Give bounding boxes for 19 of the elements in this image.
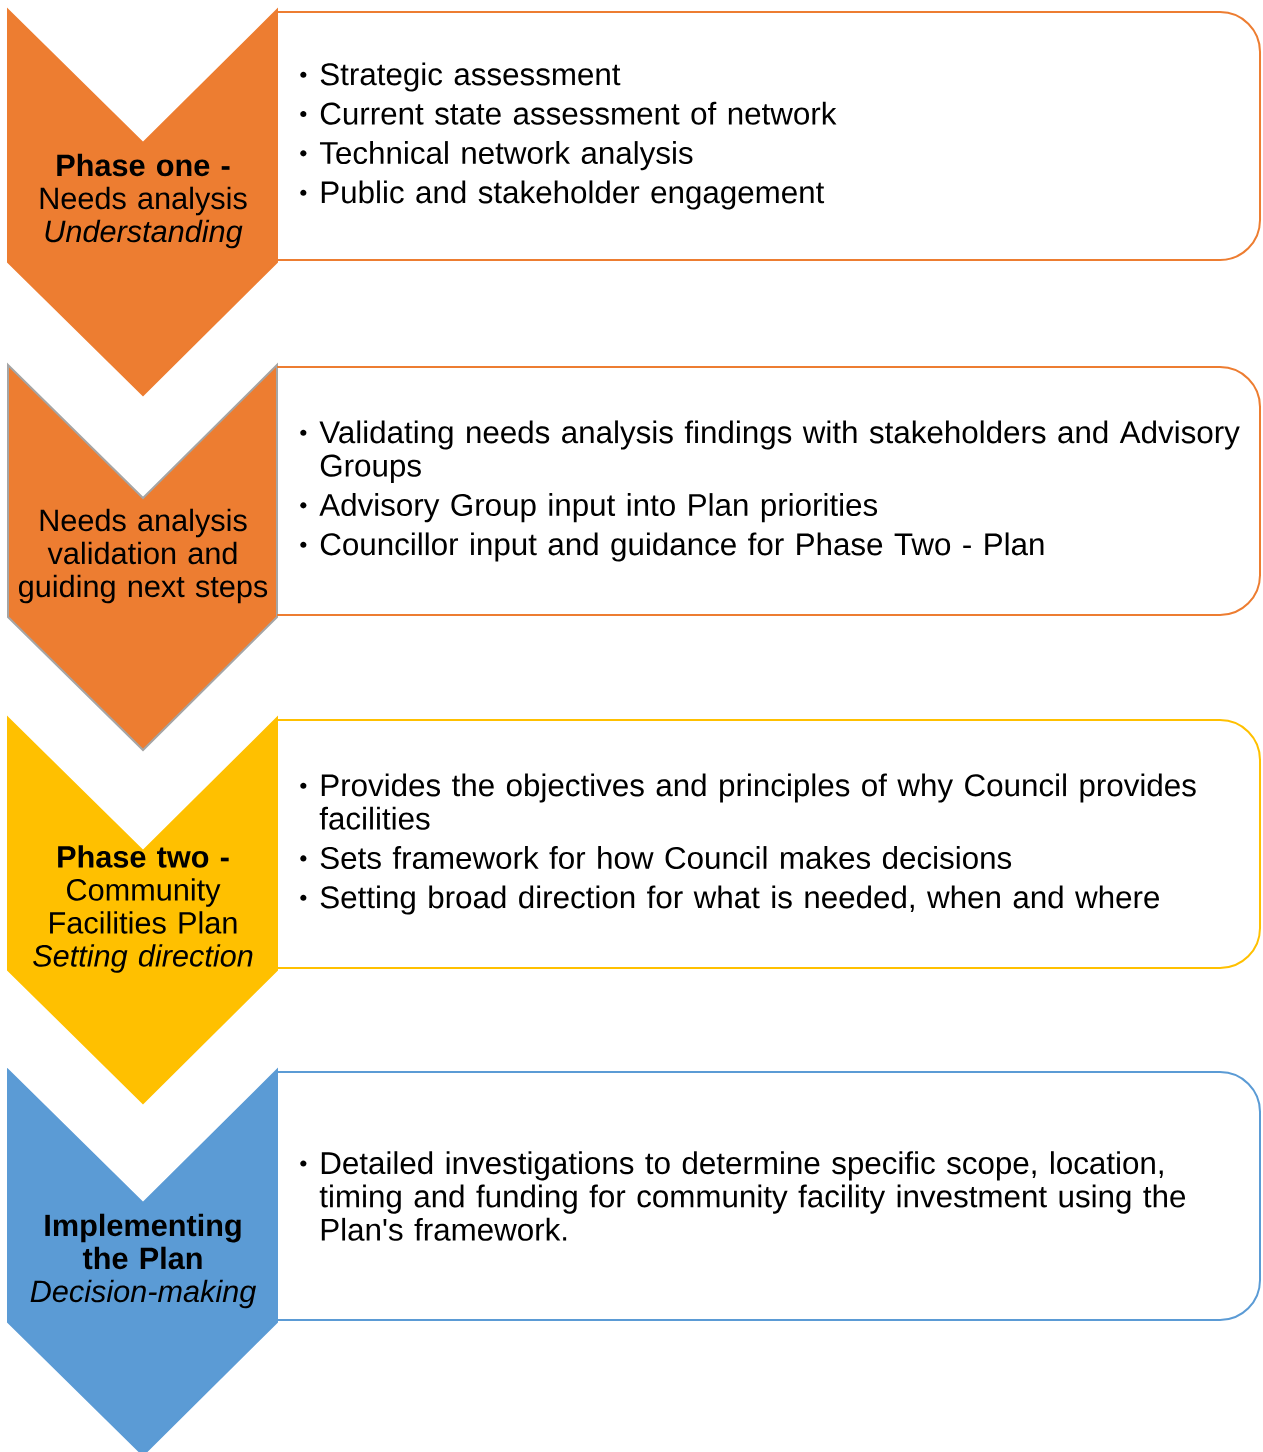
node-label: Sets framework for how Council makes decisions	[320, 846, 1012, 870]
node-label: Setting broad direction for what is needed, when and where	[320, 885, 1159, 915]
node-label: Technical network analysis	[319, 141, 693, 171]
phase-box: Implementing the Plan Decision-making	[7, 1067, 278, 1452]
text-box: Validating needs analysis findings with stakeholders and Advisory Groups Advisory Group input into Plan priorities Councillor input and guidance for Phase Two - Plan	[276, 366, 1261, 616]
text-box: Provides the objectives and principles of why Council provides facilities Sets framework for how Council makes decisions Setting broad direction for what is needed, when and where	[276, 719, 1261, 969]
phase-box: Phase one - Needs analysis Understanding	[7, 7, 278, 397]
phase-box: Phase two - Community Facilities Plan Setting direction	[7, 715, 278, 1105]
node-label: Detailed investigations to determine specific scope, location, timing and funding for community facility investment using the Plan's framework.	[319, 1151, 1186, 1241]
phase-box: Needs analysis validation and guiding next steps	[7, 362, 278, 752]
node-label: Advisory Group input into Plan priorities	[319, 493, 878, 523]
node-label: Public and stakeholder engagement	[321, 180, 825, 210]
text-box: Strategic assessment Current state assessment of network Technical network analysis Public and stakeholder engagement	[276, 11, 1261, 261]
node-label: Strategic assessment	[320, 62, 621, 92]
node-label: Current state assessment of network	[320, 101, 837, 125]
node-label: Provides the objectives and principles of why Council provides facilities	[319, 773, 1196, 830]
text-box: Detailed investigations to determine specific scope, location, timing and funding for community facility investment using the Plan's framework.	[276, 1071, 1261, 1321]
node-label: Councillor input and guidance for Phase Two - Plan	[320, 532, 1044, 562]
node-label: Validating needs analysis findings with stakeholders and Advisory Groups	[319, 420, 1240, 483]
